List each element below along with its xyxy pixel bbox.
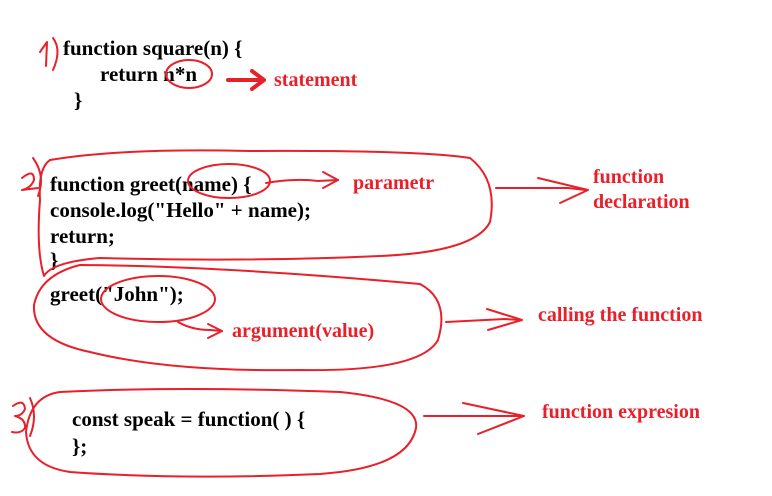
greet-function-line-3: return; (50, 224, 115, 248)
statement-label: statement (274, 69, 358, 91)
parameter-arrow-icon (265, 171, 339, 189)
greet-function-line-2: console.log("Hello" + name); (50, 198, 311, 222)
function-declaration-label-line-1: function (593, 166, 665, 188)
marker-3-icon (11, 397, 35, 437)
marker-2-icon (21, 157, 43, 197)
marker-1-icon (39, 37, 59, 71)
speak-expression-line-1: const speak = function( ) { (72, 407, 306, 431)
greet-function-line-4: } (50, 248, 59, 272)
call-arrow-icon (445, 308, 523, 331)
greet-call-line: greet("John"); (50, 282, 184, 306)
square-function-line-2: return n*n (100, 62, 198, 86)
greet-function-line-1: function greet(name) { (50, 172, 252, 196)
function-declaration-label-line-2: declaration (593, 191, 690, 213)
call-outline (32, 264, 443, 372)
expression-arrow-icon (423, 402, 525, 435)
argument-label: argument(value) (232, 320, 375, 342)
function-expression-label: function expresion (542, 401, 700, 423)
speak-expression-line-2: }; (72, 434, 88, 458)
parameter-label: parametr (353, 172, 435, 194)
square-function-line-3: } (74, 88, 83, 112)
calling-the-function-label: calling the function (538, 304, 703, 326)
statement-arrow-icon (226, 69, 266, 91)
expression-outline (25, 388, 418, 478)
declaration-arrow-icon (495, 177, 589, 204)
argument-arrow-icon (177, 321, 223, 339)
square-function-line-1: function square(n) { (63, 36, 243, 60)
